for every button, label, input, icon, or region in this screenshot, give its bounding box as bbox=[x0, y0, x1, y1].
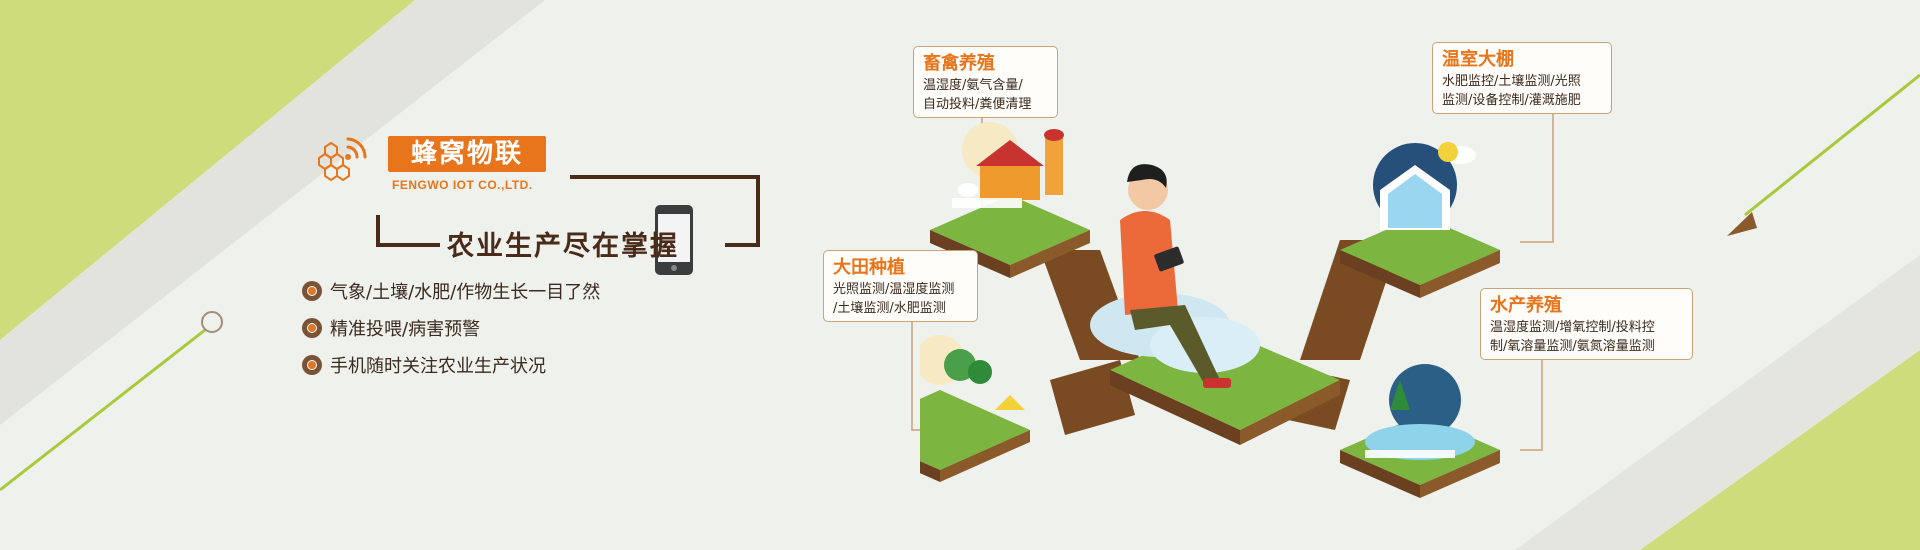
callout-livestock: 畜禽养殖 温湿度/氨气含量/ 自动投料/粪便清理 bbox=[913, 46, 1058, 118]
top-left-grey-band bbox=[0, 0, 545, 425]
crop-field-icon bbox=[920, 335, 1030, 482]
bullet-icon bbox=[302, 355, 322, 375]
right-accent-arrow bbox=[1727, 212, 1757, 236]
callout-line: 监测/设备控制/灌溉施肥 bbox=[1442, 93, 1581, 108]
greenhouse-icon bbox=[1340, 142, 1500, 298]
feature-text: 精准投喂/病害预警 bbox=[330, 319, 481, 340]
callout-title: 畜禽养殖 bbox=[923, 53, 995, 74]
callout-line: /土壤监测/水肥监测 bbox=[833, 301, 946, 316]
bottom-right-grey-band bbox=[1515, 255, 1920, 550]
bullet-icon bbox=[302, 318, 322, 338]
farm-iot-illustration bbox=[920, 122, 1500, 498]
feature-text: 气象/土壤/水肥/作物生长一目了然 bbox=[330, 282, 601, 303]
brand-name: 蜂窝物联 bbox=[388, 136, 546, 172]
left-accent-line bbox=[0, 328, 206, 492]
callout-line: 温湿度/氨气含量/ bbox=[923, 78, 1023, 93]
person-with-tablet bbox=[1120, 164, 1231, 388]
callout-title: 温室大棚 bbox=[1442, 49, 1514, 70]
feature-item: 气象/土壤/水肥/作物生长一目了然 bbox=[302, 278, 600, 304]
slogan-bracket-lines bbox=[376, 175, 760, 247]
callout-line: 温湿度监测/增氧控制/投料控 bbox=[1490, 320, 1655, 335]
brand-english-name: FENGWO IOT CO.,LTD. bbox=[392, 178, 533, 192]
feature-text: 手机随时关注农业生产状况 bbox=[330, 356, 546, 377]
callout-greenhouse: 温室大棚 水肥监控/土壤监测/光照 监测/设备控制/灌溉施肥 bbox=[1432, 42, 1612, 114]
feature-item: 精准投喂/病害预警 bbox=[302, 315, 480, 341]
callout-field: 大田种植 光照监测/温湿度监测 /土壤监测/水肥监测 bbox=[823, 250, 978, 322]
smartphone-icon bbox=[655, 205, 693, 275]
left-accent-ring bbox=[201, 311, 223, 333]
callout-line: 水肥监控/土壤监测/光照 bbox=[1442, 74, 1581, 89]
slogan: 农业生产尽在掌握 bbox=[447, 231, 679, 262]
pond-icon bbox=[1340, 364, 1500, 498]
callout-line: 自动投料/粪便清理 bbox=[923, 97, 1032, 112]
right-accent-line bbox=[1744, 73, 1920, 217]
bullet-icon bbox=[302, 281, 322, 301]
wifi-hexagon-logo-icon bbox=[318, 137, 367, 182]
callout-aquaculture: 水产养殖 温湿度监测/增氧控制/投料控 制/氧溶量监测/氨氮溶量监测 bbox=[1480, 288, 1693, 360]
callout-title: 水产养殖 bbox=[1490, 295, 1562, 316]
callout-title: 大田种植 bbox=[833, 257, 905, 278]
callout-line: 制/氧溶量监测/氨氮溶量监测 bbox=[1490, 339, 1655, 354]
callout-line: 光照监测/温湿度监测 bbox=[833, 282, 955, 297]
feature-item: 手机随时关注农业生产状况 bbox=[302, 352, 546, 378]
